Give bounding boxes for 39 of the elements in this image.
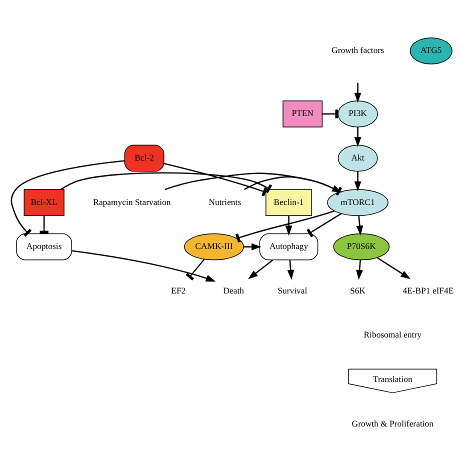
connector <box>164 172 342 196</box>
label: Ribosomal entry <box>364 329 422 340</box>
node-ellipse: ATG5 <box>410 37 452 64</box>
node-ellipse: PI3K <box>338 100 378 127</box>
arrow <box>356 259 363 280</box>
node-text: Death <box>223 284 244 295</box>
node-box: Beclin-1 <box>266 188 312 216</box>
arrow <box>354 170 362 191</box>
node-ellipse: P70S6K <box>333 232 390 260</box>
arrow <box>248 258 274 279</box>
arrow <box>287 259 294 280</box>
node-box: Autophagy <box>259 232 318 260</box>
arrow <box>354 82 362 102</box>
arrow <box>356 215 364 236</box>
node-ellipse: Akt <box>338 144 378 172</box>
connector <box>60 172 272 193</box>
node-box: Bcl-2 <box>124 144 164 172</box>
arrow <box>285 215 292 236</box>
arrow <box>376 256 411 279</box>
connector <box>235 210 335 242</box>
node-text: Survival <box>278 284 308 295</box>
connector <box>306 212 342 237</box>
arrow <box>244 242 262 250</box>
arrow <box>244 176 342 192</box>
node-box: PTEN <box>282 100 323 127</box>
node-text: S6K <box>350 284 366 295</box>
arrow <box>72 250 216 282</box>
label: Growth & Proliferation <box>352 418 434 428</box>
label: Growth factors <box>332 44 384 55</box>
node-text: EF2 <box>171 284 186 295</box>
connector <box>10 160 125 236</box>
node-text: Nutrients <box>208 196 242 206</box>
node-box: Bcl-XL <box>24 188 64 216</box>
node-text: Rapamycin Starvation <box>93 196 171 206</box>
node-text: 4E-BP1 eIF4E <box>402 284 454 295</box>
connector <box>164 162 268 196</box>
node-box: Apoptosis <box>16 232 72 260</box>
connector <box>186 258 205 280</box>
arrow <box>354 126 362 146</box>
